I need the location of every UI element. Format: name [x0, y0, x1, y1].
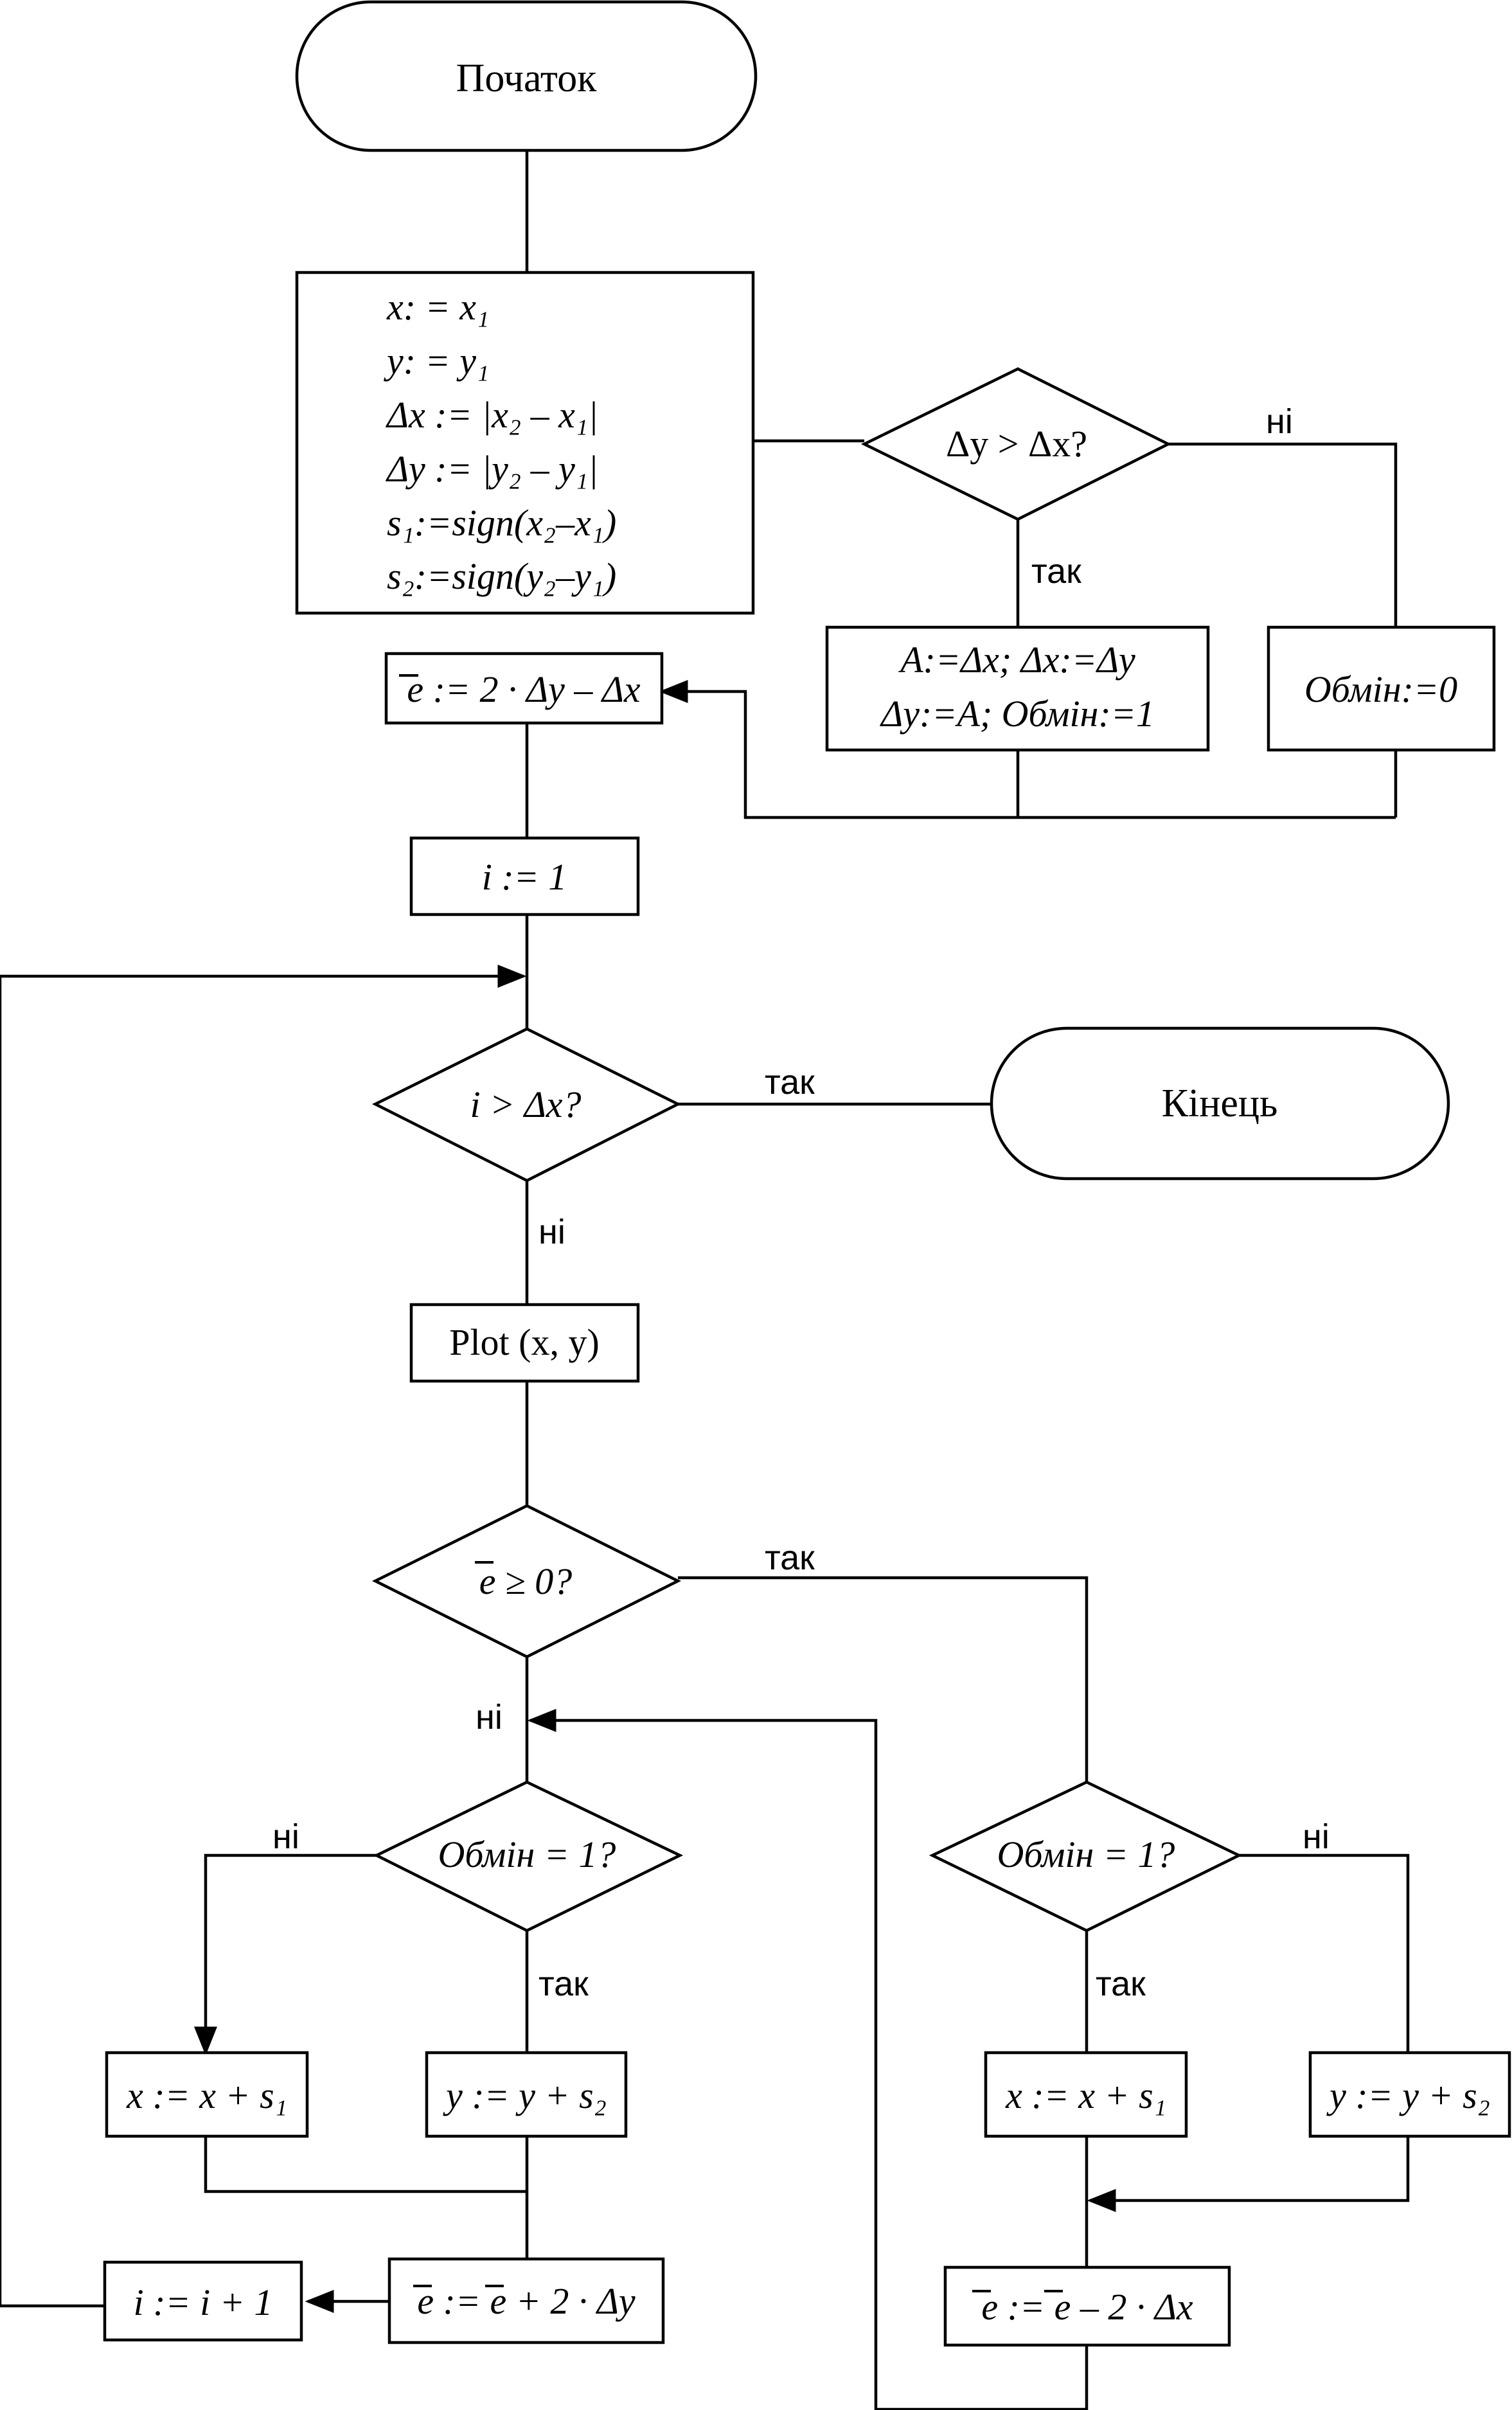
edge-x-left-join	[204, 2136, 527, 2193]
i-init-block: i := 1	[409, 836, 640, 916]
plot-label: Plot (x, y)	[449, 1321, 600, 1363]
y-inc-right-block: y := y + s₂	[1308, 2051, 1511, 2138]
decision-dy-gt-dx: Δy > Δx?	[860, 367, 1172, 521]
y-inc-right-label: y := y + s₂	[1326, 2075, 1490, 2116]
init-line: s₂:=sign(y₂–y₁)	[387, 555, 616, 597]
plot-block: Plot (x, y)	[409, 1303, 640, 1383]
decision-swap-right-label: Обмін = 1?	[997, 1834, 1175, 1875]
init-line: s₁:=sign(x₂–x₁)	[387, 502, 616, 544]
x-inc-left-label: x := x + s₁	[126, 2075, 287, 2116]
edge-label-no: ні	[538, 1213, 565, 1251]
decision-i-gt-dx: i > Δx?	[371, 1027, 682, 1183]
e-init-block: e := 2 · Δy – Δx	[384, 652, 664, 725]
edge-label-yes: так	[765, 1539, 815, 1577]
edge-label-yes: так	[1031, 552, 1081, 591]
edge-label-no: ні	[1266, 402, 1293, 441]
end-terminal: Кінець	[990, 1026, 1450, 1181]
edge-labels: ні так так ні так ні ні так ні так	[272, 402, 1330, 2003]
y-inc-left-label: y := y + s₂	[443, 2075, 607, 2116]
i-init-label: i := 1	[482, 856, 567, 898]
edge-label-no: ні	[272, 1817, 299, 1856]
decision-swap-left: Обмін = 1?	[373, 1780, 684, 1932]
edge-label-yes: так	[765, 1063, 815, 1102]
no-swap-block: Обмін:=0	[1267, 625, 1496, 752]
init-line: Δy := |y₂ – y₁|	[386, 448, 598, 490]
edge-merge-to-e-init	[659, 680, 1396, 819]
e-plus-block: e := e + 2 · Δy	[387, 2257, 665, 2344]
start-label: Початок	[456, 57, 598, 100]
x-inc-right-block: x := x + s₁	[984, 2051, 1188, 2138]
edge-loop-back	[0, 965, 527, 2308]
e-minus-block: e := e – 2 · Δx	[943, 2265, 1231, 2347]
decision-dy-gt-dx-label: Δy > Δx?	[946, 423, 1087, 465]
e-init-label: e := 2 · Δy – Δx	[407, 668, 641, 710]
init-line: Δx := |x₂ – x₁|	[386, 394, 598, 436]
init-line: y: = y₁	[384, 340, 489, 382]
decision-swap-left-label: Обмін = 1?	[438, 1834, 616, 1875]
e-minus-label: e := e – 2 · Δx	[981, 2286, 1193, 2328]
edge-label-no: ні	[476, 1698, 503, 1736]
edge-cond-e-yes	[678, 1576, 1089, 1782]
swap-line: A:=Δx; Δx:=Δy	[898, 639, 1135, 681]
edge-right-no	[1239, 1853, 1410, 2053]
e-plus-label: e := e + 2 · Δy	[417, 2280, 636, 2322]
edge-return-after-e-minus	[527, 1709, 1089, 2410]
edge-cond-no	[1168, 442, 1398, 627]
init-block: x: = x₁ y: = y₁ Δx := |x₂ – x₁| Δy := |y…	[295, 271, 755, 615]
edge-label-no: ні	[1303, 1817, 1330, 1856]
x-inc-left-block: x := x + s₁	[105, 2051, 309, 2138]
decision-e-label: e ≥ 0?	[479, 1560, 573, 1602]
i-inc-block: i := i + 1	[103, 2260, 303, 2342]
decision-i-gt-dx-label: i > Δx?	[470, 1084, 581, 1125]
edges	[0, 150, 1410, 2410]
decision-e-ge-0: e ≥ 0?	[371, 1504, 682, 1659]
start-terminal: Початок	[295, 0, 758, 152]
edge-label-yes: так	[538, 1965, 589, 2003]
end-label: Кінець	[1162, 1082, 1278, 1125]
x-inc-right-label: x := x + s₁	[1005, 2075, 1166, 2116]
edge-y-right-join	[1087, 2136, 1410, 2212]
edge-label-yes: так	[1096, 1965, 1146, 2003]
decision-swap-right: Обмін = 1?	[929, 1780, 1243, 1932]
i-inc-label: i := i + 1	[134, 2281, 273, 2323]
init-line: x: = x₁	[386, 286, 489, 328]
swap-block: A:=Δx; Δx:=Δy Δy:=A; Обмін:=1	[825, 625, 1210, 752]
y-inc-left-block: y := y + s₂	[425, 2051, 628, 2138]
edge-left-no	[194, 1853, 377, 2056]
no-swap-label: Обмін:=0	[1304, 668, 1457, 710]
swap-line: Δy:=A; Обмін:=1	[880, 693, 1155, 735]
